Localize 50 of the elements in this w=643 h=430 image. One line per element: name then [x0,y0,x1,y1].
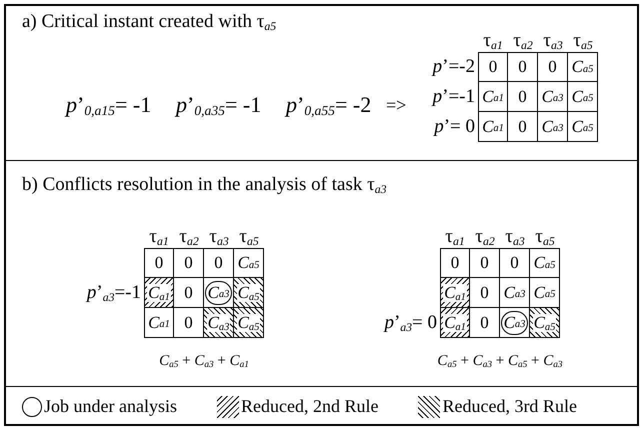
column-header: τ$_{a1}$ [445,226,465,248]
table-cell: 0 [144,248,174,278]
cell-value: C$_{a1}$ [147,284,171,302]
row-label: p’=-2 [432,54,475,79]
column-header: τ$_{a5}$ [535,226,555,248]
column-header: τ$_{a2}$ [475,226,495,248]
row-label: p’=-1 [432,84,475,109]
legend-text: Reduced, 2nd Rule [240,395,378,418]
cell-value: C$_{a5}$ [236,284,260,302]
table-cell: 0 [204,248,234,278]
table-cell: 0 [174,248,204,278]
table-cell: 0 [470,248,500,278]
formula: p’$_{0,a15}$= -1 [66,92,152,117]
table-cell: 0 [478,52,508,82]
table-cell: 0 [500,248,530,278]
column-header: τ$_{a2}$ [179,226,199,248]
table-cell: 0 [174,278,204,308]
row-label: p’= 0 [434,114,475,139]
cell-value: C$_{a1}$ [443,314,467,332]
cell-value: C$_{a3}$ [206,314,230,332]
formula: p’$_{0,a35}$= -1 [176,92,262,117]
column-header: τ$_{a1}$ [483,30,503,52]
cell-value: C$_{a5}$ [236,314,260,332]
column-header: τ$_{a1}$ [149,226,169,248]
section-heading: b) Conflicts resolution in the analysis of task τ$_{a3}$ [22,174,387,195]
formula: p’$_{0,a55}$= -2 [286,92,372,117]
column-header: τ$_{a5}$ [573,30,593,52]
cell-value: C$_{a5}$ [532,314,556,332]
legend-text: Reduced, 3rd Rule [442,395,577,418]
table-cell: 0 [470,308,500,338]
column-header: τ$_{a3}$ [543,30,563,52]
table-cell: 0 [508,112,538,142]
column-header: τ$_{a2}$ [513,30,533,52]
cell-value: C$_{a1}$ [443,284,467,302]
table-cell: 0 [440,248,470,278]
table-cell: 0 [508,82,538,112]
column-header: τ$_{a5}$ [239,226,259,248]
row-label: p’$_{a3}$=-1 [86,280,141,306]
table-cell: 0 [508,52,538,82]
implies-symbol: => [386,95,406,115]
table-cell: 0 [174,308,204,338]
column-header: τ$_{a3}$ [209,226,229,248]
table-cell: 0 [470,278,500,308]
column-header: τ$_{a3}$ [505,226,525,248]
table-cell: 0 [538,52,568,82]
legend-text: Job under analysis [44,395,177,418]
sum-formula: C$_{a5}$ + C$_{a3}$ + C$_{a5}$ + C$_{a3}$ [437,352,563,372]
sum-formula: C$_{a5}$ + C$_{a3}$ + C$_{a1}$ [159,352,249,372]
section-heading: a) Critical instant created with τ$_{a5}$ [22,11,276,32]
row-label: p’$_{a3}$= 0 [384,310,437,336]
